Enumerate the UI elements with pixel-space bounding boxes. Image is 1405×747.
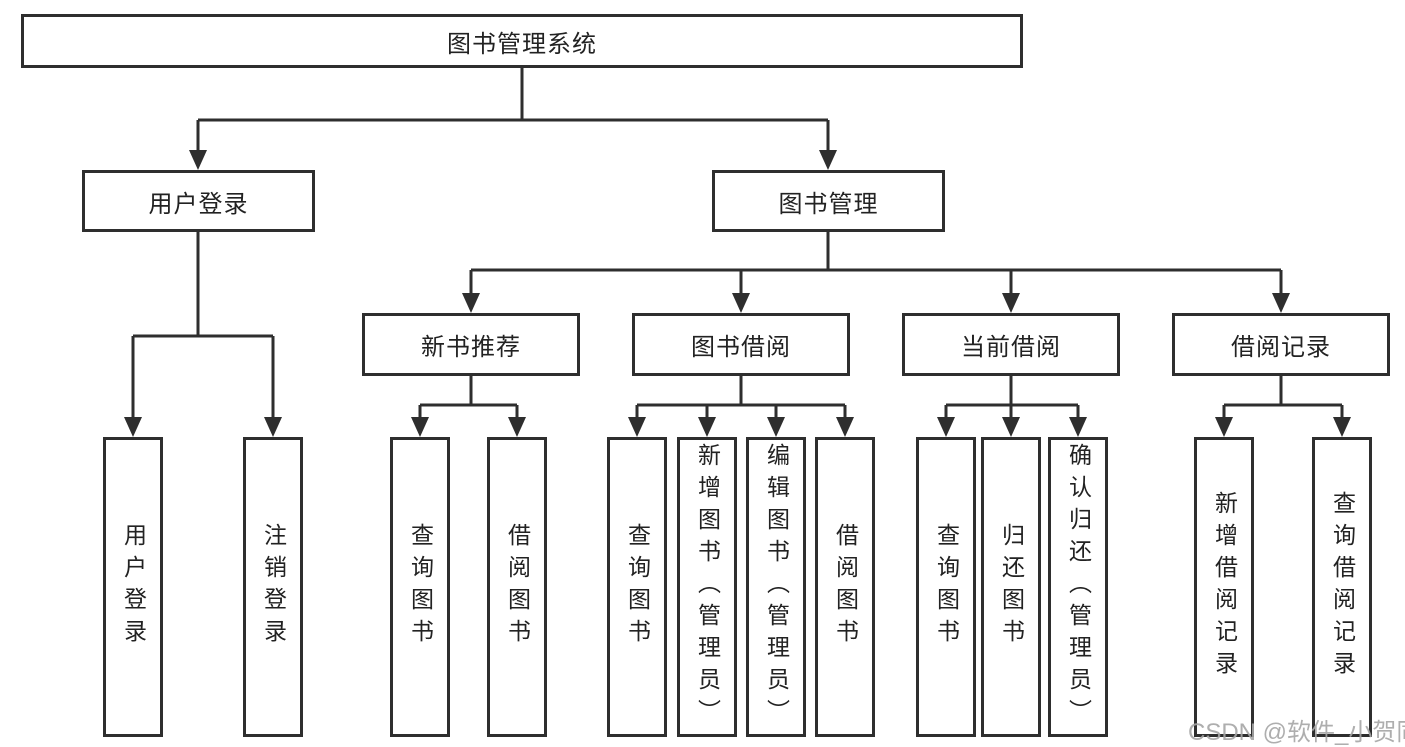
- node-logout: 注销登录: [243, 437, 303, 737]
- node-query-books-current: 查询图书: [916, 437, 976, 737]
- node-book-management: 图书管理: [712, 170, 945, 232]
- csdn-watermark: CSDN @软件_小贺同学: [1188, 719, 1405, 746]
- node-borrow-books-leaf: 借阅图书: [815, 437, 875, 737]
- node-edit-book-admin: 编辑图书（管理员）: [746, 437, 806, 737]
- node-confirm-return-admin: 确认归还（管理员）: [1048, 437, 1108, 737]
- node-user-login-leaf: 用户登录: [103, 437, 163, 737]
- node-add-borrow-record: 新增借阅记录: [1194, 437, 1254, 737]
- node-return-book: 归还图书: [981, 437, 1041, 737]
- node-current-borrow: 当前借阅: [902, 313, 1120, 376]
- node-borrow-books-recommend: 借阅图书: [487, 437, 547, 737]
- node-query-books-borrow: 查询图书: [607, 437, 667, 737]
- node-query-books-recommend: 查询图书: [390, 437, 450, 737]
- node-query-borrow-record: 查询借阅记录: [1312, 437, 1372, 737]
- node-new-book-recommend: 新书推荐: [362, 313, 580, 376]
- node-library-management-system: 图书管理系统: [21, 14, 1023, 68]
- node-book-borrow: 图书借阅: [632, 313, 850, 376]
- node-borrow-records: 借阅记录: [1172, 313, 1390, 376]
- node-user-login: 用户登录: [82, 170, 315, 232]
- node-add-book-admin: 新增图书（管理员）: [677, 437, 737, 737]
